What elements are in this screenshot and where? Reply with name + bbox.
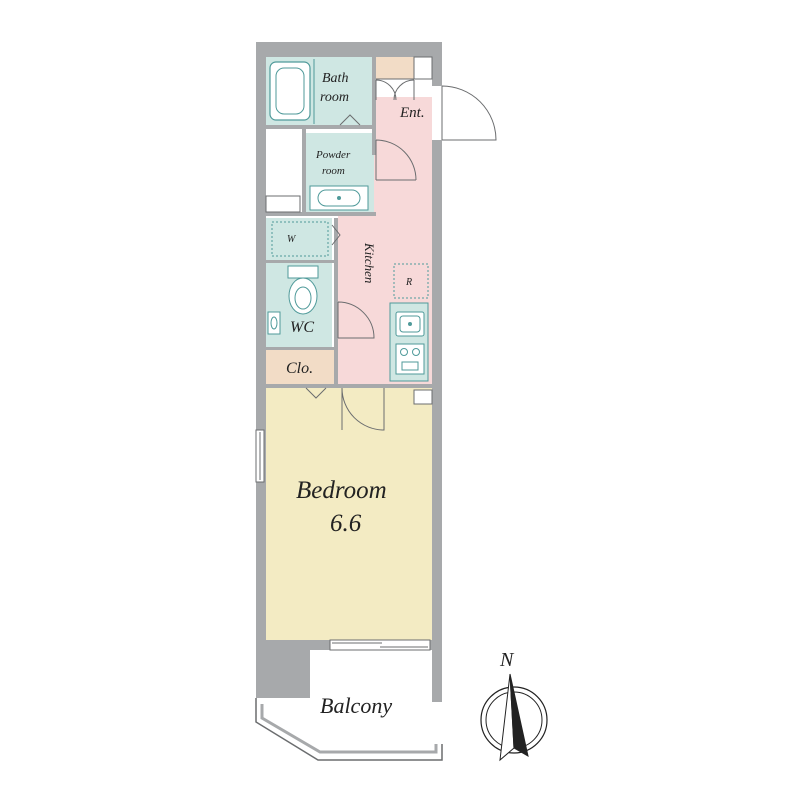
compass-north-label: N (499, 649, 515, 671)
kitchen-sink (395, 311, 425, 337)
bath-door (339, 114, 361, 126)
kitchen-label: Kitchen (362, 242, 377, 283)
refrigerator-label: R (405, 277, 412, 288)
balcony-outline (255, 698, 443, 761)
bedroom-size-label: 6.6 (330, 510, 362, 537)
entrance-label: Ent. (399, 105, 425, 121)
bedroom-name-label: Bedroom (296, 477, 387, 504)
toilet-label: WC (290, 319, 314, 336)
bath-room-label-line1: Bath (322, 71, 348, 86)
powder-room-label-line2: room (322, 165, 345, 177)
balcony-sliding-door (329, 639, 431, 651)
closet-floor (266, 350, 336, 384)
compass: N (480, 649, 548, 762)
entrance-door (432, 85, 497, 141)
entrance-inner-door (375, 78, 432, 101)
bedroom-door (341, 387, 385, 431)
shoe-cabinet (413, 56, 433, 80)
pipe-shaft-bedroom (413, 389, 433, 405)
closet-door (305, 387, 327, 399)
entrance-floor (376, 57, 414, 79)
toilet (287, 265, 319, 315)
washer-door (331, 224, 341, 246)
washer-label: W (287, 234, 297, 245)
pipe-shaft (265, 195, 301, 213)
bedroom-window (255, 429, 265, 483)
bath-room-label-line2: room (320, 90, 349, 105)
powder-room-door (375, 139, 417, 181)
structural-walls (256, 42, 442, 702)
balcony-label: Balcony (320, 693, 392, 718)
toilet-handbasin (267, 311, 281, 335)
refrigerator-space (393, 263, 429, 299)
washer-space-floor (266, 218, 332, 260)
washer-space (271, 221, 329, 257)
bathtub (269, 61, 311, 121)
washbasin (309, 185, 369, 211)
closet-label: Clo. (286, 360, 313, 377)
stove (395, 343, 425, 375)
bedroom-floor (266, 387, 432, 640)
toilet-door (337, 301, 375, 339)
powder-room-label-line1: Powder (315, 149, 351, 161)
